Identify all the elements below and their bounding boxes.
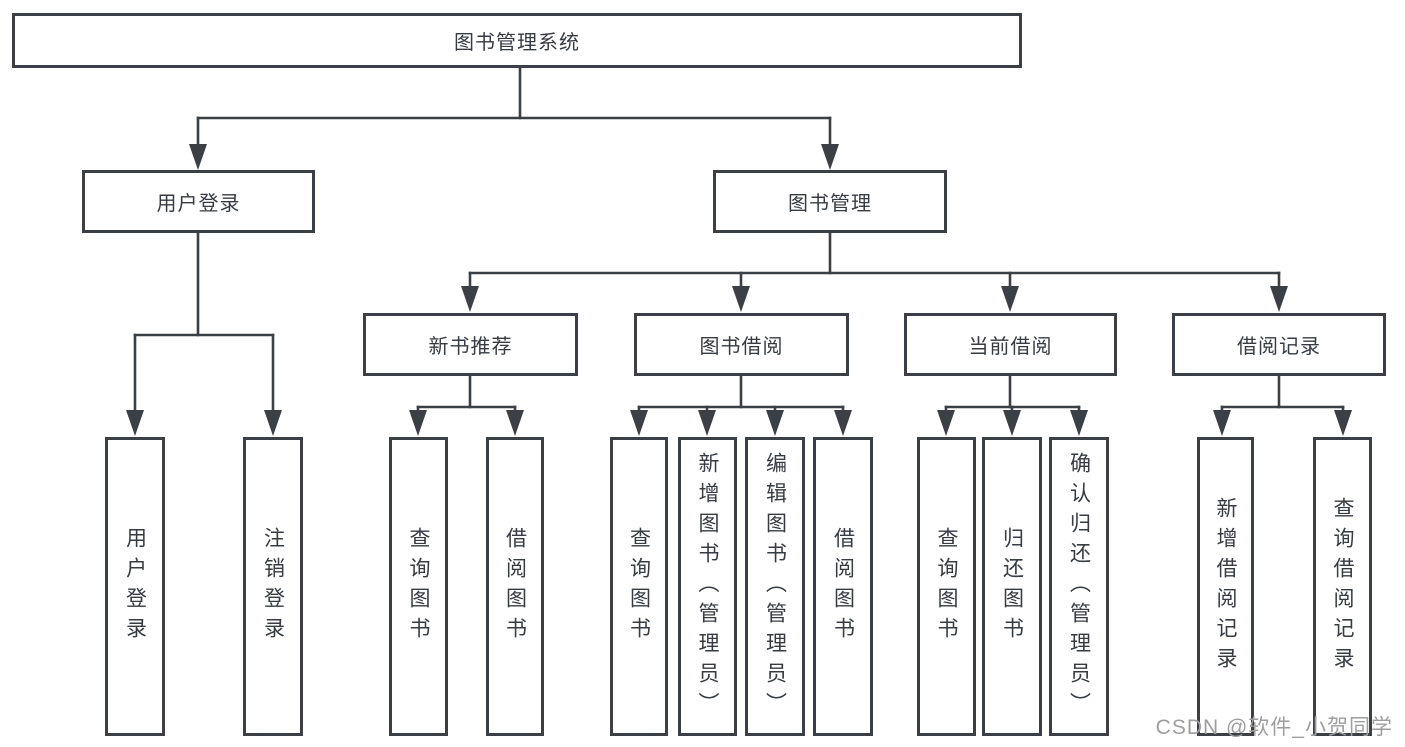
leaf-borrow-books-1: 借阅图书 [486, 437, 544, 736]
leaf-user-login: 用户登录 [105, 437, 165, 736]
leaf-query-books-3: 查询图书 [917, 437, 976, 736]
arrowhead-icon [1003, 410, 1021, 436]
arrowhead-icon [937, 410, 955, 436]
leaf-query-books-3-label: 查询图书 [935, 526, 958, 647]
leaf-borrow-books-1-label: 借阅图书 [503, 526, 527, 647]
arrowhead-icon [461, 286, 479, 312]
leaf-add-books-admin-label: 新增图书（管理员） [696, 451, 719, 722]
leaf-query-books-1: 查询图书 [389, 437, 448, 736]
node-book-borrowing-label: 图书借阅 [699, 336, 784, 358]
leaf-edit-books-admin-label: 编辑图书（管理员） [763, 451, 787, 722]
leaf-query-books-2-label: 查询图书 [627, 526, 651, 647]
arrowhead-icon [1070, 410, 1088, 436]
leaf-borrow-books-2-label: 借阅图书 [831, 526, 855, 647]
leaf-user-login-label: 用户登录 [123, 526, 147, 647]
csdn-watermark: CSDN @软件_小贺同学 [1155, 716, 1393, 739]
arrowhead-icon [732, 286, 750, 312]
node-user-login: 用户登录 [82, 170, 315, 233]
node-book-management-label: 图书管理 [788, 193, 872, 215]
leaf-borrow-books-2: 借阅图书 [813, 437, 873, 736]
arrowhead-icon [821, 144, 839, 170]
node-system-label: 图书管理系统 [454, 32, 580, 54]
leaf-query-books-1-label: 查询图书 [407, 526, 430, 647]
leaf-add-borrow-record: 新增借阅记录 [1197, 437, 1254, 736]
arrowhead-icon [698, 410, 716, 436]
arrowhead-icon [189, 144, 207, 170]
arrowhead-icon [766, 410, 784, 436]
leaf-query-borrow-record: 查询借阅记录 [1313, 437, 1372, 736]
node-borrowing-records-label: 借阅记录 [1237, 336, 1321, 358]
arrowhead-icon [264, 410, 282, 436]
leaf-query-books-2: 查询图书 [610, 437, 668, 736]
leaf-add-books-admin: 新增图书（管理员） [678, 437, 737, 736]
leaf-logout: 注销登录 [243, 437, 303, 736]
node-book-borrowing: 图书借阅 [634, 313, 849, 376]
leaf-confirm-return-admin: 确认归还（管理员） [1049, 437, 1109, 736]
node-system: 图书管理系统 [12, 13, 1022, 68]
arrowhead-icon [506, 410, 524, 436]
arrowhead-icon [630, 410, 648, 436]
node-current-borrowing-label: 当前借阅 [968, 336, 1053, 358]
arrowhead-icon [1001, 286, 1019, 312]
arrowhead-icon [126, 410, 144, 436]
leaf-add-borrow-record-label: 新增借阅记录 [1214, 496, 1237, 677]
node-user-login-label: 用户登录 [156, 193, 241, 215]
leaf-confirm-return-admin-label: 确认归还（管理员） [1067, 451, 1091, 722]
leaf-return-books-label: 归还图书 [1000, 526, 1024, 647]
arrowhead-icon [1334, 410, 1352, 436]
arrowhead-icon [1270, 286, 1288, 312]
leaf-logout-label: 注销登录 [261, 526, 285, 647]
arrowhead-icon [409, 410, 427, 436]
leaf-query-borrow-record-label: 查询借阅记录 [1331, 496, 1354, 677]
node-current-borrowing: 当前借阅 [904, 313, 1117, 376]
node-book-management: 图书管理 [713, 170, 947, 233]
node-borrowing-records: 借阅记录 [1172, 313, 1386, 376]
arrowhead-icon [834, 410, 852, 436]
leaf-edit-books-admin: 编辑图书（管理员） [745, 437, 805, 736]
arrowhead-icon [1213, 410, 1231, 436]
leaf-return-books: 归还图书 [982, 437, 1042, 736]
node-new-book-recommend-label: 新书推荐 [428, 336, 513, 358]
node-new-book-recommend: 新书推荐 [363, 313, 578, 376]
